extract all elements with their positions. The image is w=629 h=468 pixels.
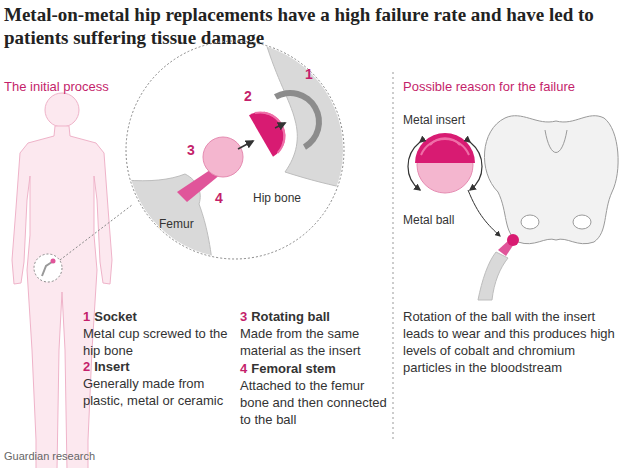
callout-number: 1 <box>305 66 313 83</box>
part-label: Hip bone <box>253 190 301 207</box>
part-label: Metal insert <box>403 112 465 129</box>
part-label: Metal ball <box>403 212 454 229</box>
description: Attached to the femur bone and then conn… <box>240 377 390 428</box>
description: Generally made from plastic, metal or ce… <box>83 375 233 409</box>
rotating-ball <box>203 137 243 177</box>
callout-number: 4 <box>240 360 247 377</box>
zoom-leader <box>60 205 132 260</box>
callout-number: 1 <box>83 308 90 325</box>
magnified-circle: 1 2 3 4Femur Hip bone <box>125 40 345 260</box>
description: Made from the same material as the inser… <box>240 325 390 359</box>
caption: Guardian research <box>4 448 95 465</box>
femur-bone <box>478 252 508 300</box>
metal-joint <box>415 133 475 193</box>
description: Rotation of the ball with the insert lea… <box>403 308 621 376</box>
hip-bone <box>265 40 355 190</box>
body-head <box>45 93 79 127</box>
callout-number: 2 <box>244 88 252 105</box>
pelvis-hole <box>521 215 539 229</box>
sacrum <box>545 130 567 153</box>
callout-number: 4 <box>215 190 223 207</box>
pelvis-hole <box>573 215 591 229</box>
insert <box>249 103 294 157</box>
hip-spot <box>34 254 62 282</box>
title: Metal-on-metal hip replacements have a h… <box>4 3 622 49</box>
rotation-arrow <box>408 142 420 190</box>
part-name: Femoral stem <box>251 360 336 377</box>
rotation-arrow <box>470 142 482 190</box>
callout-number: 3 <box>187 142 195 159</box>
part-name: Socket <box>94 308 137 325</box>
section-heading: The initial process <box>4 78 304 95</box>
magnified-view <box>125 40 355 270</box>
assembly-arrow <box>275 123 285 128</box>
hip-spot-ball <box>51 259 56 264</box>
assembly-arrow <box>238 141 253 149</box>
section-heading: Possible reason for the failure <box>403 78 627 95</box>
circle-outline <box>126 41 344 259</box>
divider <box>393 72 394 440</box>
part-name: Insert <box>94 358 129 375</box>
description: Metal cup screwed to the hip bone <box>83 325 233 359</box>
pointer-arrow <box>468 190 500 236</box>
callout-number: 3 <box>240 308 247 325</box>
part-name: Rotating ball <box>251 308 330 325</box>
implant-ball <box>507 234 519 246</box>
pelvis <box>484 116 618 244</box>
hip-spot-femur <box>42 262 52 276</box>
body-outline <box>12 126 112 468</box>
part-label: Femur <box>159 216 194 233</box>
callout-number: 2 <box>83 358 90 375</box>
